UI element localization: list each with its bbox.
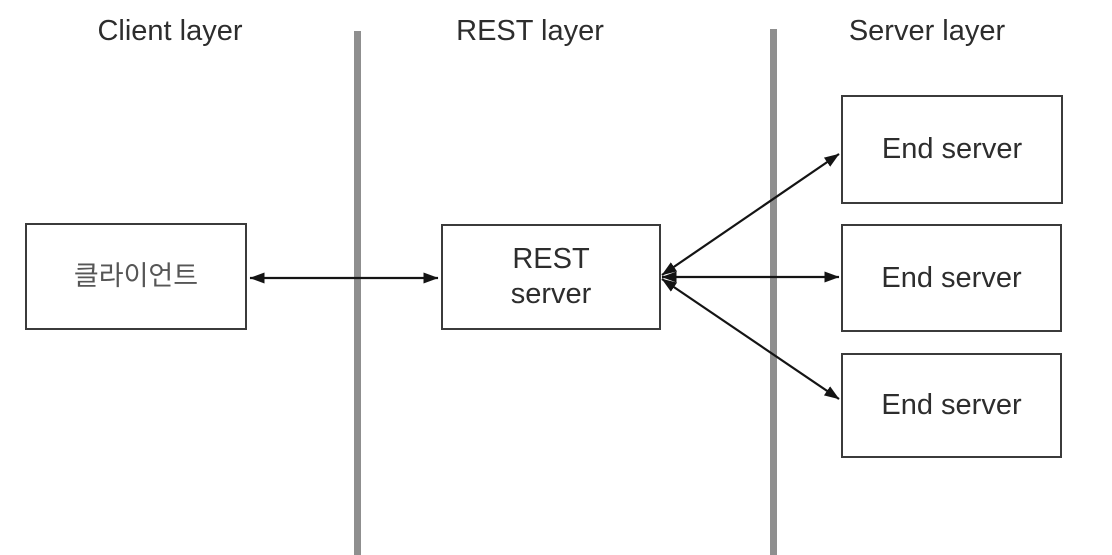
client-node-label: 클라이언트 (73, 261, 199, 291)
rest-server-node-box: REST server (441, 224, 661, 330)
arrow-rest-endserver1 (661, 153, 840, 276)
layer-header-server: Server layer (848, 15, 1006, 47)
client-node-box: 클라이언트 (25, 223, 247, 330)
end-server-node-label-1: End server (881, 133, 1023, 165)
rest-server-node-label: REST server (511, 242, 592, 312)
end-server-node-box-3: End server (841, 353, 1062, 458)
layer-header-rest: REST layer (456, 15, 604, 47)
end-server-node-label-2: End server (881, 261, 1022, 294)
end-server-node-box-1: End server (841, 95, 1063, 204)
rest-server-label-line1: REST (512, 243, 590, 275)
divider-client-rest (354, 31, 361, 555)
end-server-node-box-2: End server (841, 224, 1062, 332)
end-server-node-label-3: End server (881, 389, 1022, 421)
layer-header-client: Client layer (97, 15, 243, 47)
divider-rest-server (770, 29, 777, 555)
arrow-rest-endserver3 (661, 278, 840, 400)
rest-server-label-line2: server (510, 278, 592, 310)
